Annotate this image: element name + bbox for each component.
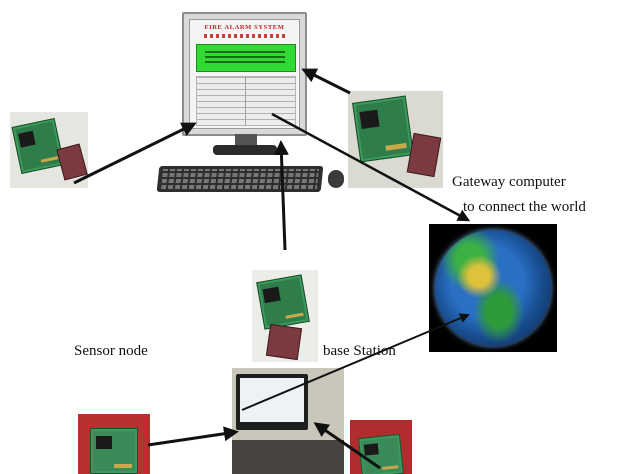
arrow-base-to-globe xyxy=(241,313,470,411)
screen-title: FIRE ALARM SYSTEM xyxy=(204,24,285,31)
mouse xyxy=(328,170,344,188)
screen-status-panel xyxy=(196,44,296,72)
globe-icon xyxy=(435,230,551,346)
arrow-sensor-bottom-left-to-base xyxy=(147,426,239,447)
arrow-sensor-middle-to-gateway xyxy=(273,140,289,251)
monitor-stand xyxy=(213,145,277,155)
gateway-screen: FIRE ALARM SYSTEM xyxy=(189,19,300,129)
arrow-sensor-bottom-right-to-base xyxy=(313,422,381,470)
sensor-board-left-photo xyxy=(10,112,88,188)
arrow-gateway-to-globe xyxy=(271,112,471,222)
gateway-label-line1: Gateway computer xyxy=(452,174,566,190)
circuit-board xyxy=(90,428,138,474)
gateway-monitor: FIRE ALARM SYSTEM xyxy=(182,12,307,136)
base-station-label: base Station xyxy=(323,343,396,359)
sensor-board-bottom-left-photo xyxy=(78,414,150,474)
sensor-board-middle-photo xyxy=(252,270,318,362)
arrow-sensor-right-to-gateway xyxy=(301,68,351,95)
base-station-computer-photo xyxy=(232,368,344,474)
sensor-board-bottom-right-photo xyxy=(350,420,412,474)
base-station-monitor xyxy=(236,374,308,430)
gateway-label-line2: to connect the world xyxy=(463,199,586,215)
arrow-sensor-left-to-gateway xyxy=(73,122,197,185)
sensor-board-right-photo xyxy=(348,91,443,188)
world-globe-photo xyxy=(429,224,557,352)
monitor-neck xyxy=(235,134,257,146)
base-station-desk xyxy=(232,440,344,474)
screen-subtitle-bar xyxy=(204,34,286,38)
screen-data-table xyxy=(196,76,296,126)
sensor-node-label: Sensor node xyxy=(74,343,148,359)
